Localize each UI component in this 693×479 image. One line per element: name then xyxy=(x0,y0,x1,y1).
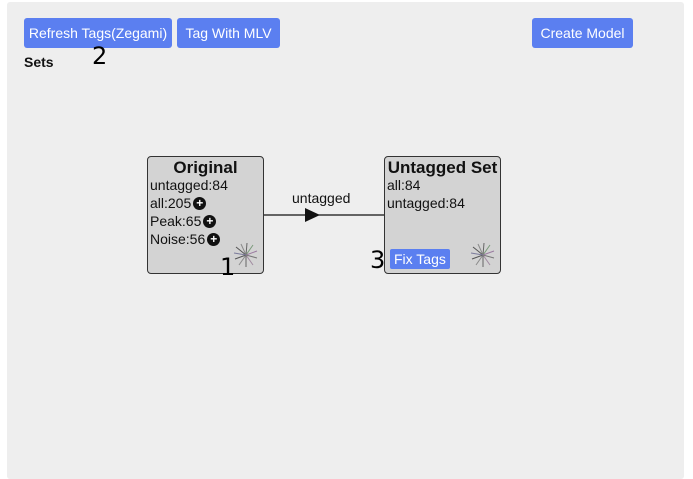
node-row: untagged:84 xyxy=(150,177,228,193)
node-title: Untagged Set xyxy=(387,158,498,177)
workspace-panel xyxy=(7,2,684,479)
fan-thumbnail-icon[interactable] xyxy=(233,242,259,268)
node-row: all:205+ xyxy=(150,195,207,211)
sets-heading: Sets xyxy=(24,54,54,70)
row-text: Peak:65 xyxy=(150,213,202,229)
node-row: untagged:84 xyxy=(387,195,465,211)
node-original[interactable]: Original untagged:84 all:205+ Peak:65+ N… xyxy=(147,156,264,279)
fix-tags-button[interactable]: Fix Tags xyxy=(390,249,450,269)
row-text: Noise:56 xyxy=(150,231,206,247)
plus-circle-icon[interactable]: + xyxy=(203,214,217,228)
node-row: all:84 xyxy=(387,177,420,193)
row-text: untagged:84 xyxy=(150,177,228,193)
row-text: all:84 xyxy=(387,177,421,193)
node-title: Original xyxy=(173,158,238,177)
plus-circle-icon[interactable]: + xyxy=(193,196,207,210)
row-text: untagged:84 xyxy=(387,195,465,211)
marker-3: 3 xyxy=(370,246,386,274)
node-untagged-set[interactable]: Untagged Set all:84 untagged:84 Fix Tags xyxy=(384,156,501,274)
fan-thumbnail-icon[interactable] xyxy=(470,242,496,268)
tag-with-mlv-button[interactable]: Tag With MLV xyxy=(177,18,280,48)
node-row: Peak:65+ xyxy=(150,213,217,229)
refresh-tags-button[interactable]: Refresh Tags(Zegami) xyxy=(24,18,172,48)
node-row: Noise:56+ xyxy=(150,231,221,247)
marker-1: 1 xyxy=(220,253,236,281)
edge-label: untagged xyxy=(292,190,351,206)
create-model-button[interactable]: Create Model xyxy=(532,18,633,48)
row-text: all:205 xyxy=(150,195,192,211)
marker-2: 2 xyxy=(92,42,108,70)
plus-circle-icon[interactable]: + xyxy=(207,232,221,246)
